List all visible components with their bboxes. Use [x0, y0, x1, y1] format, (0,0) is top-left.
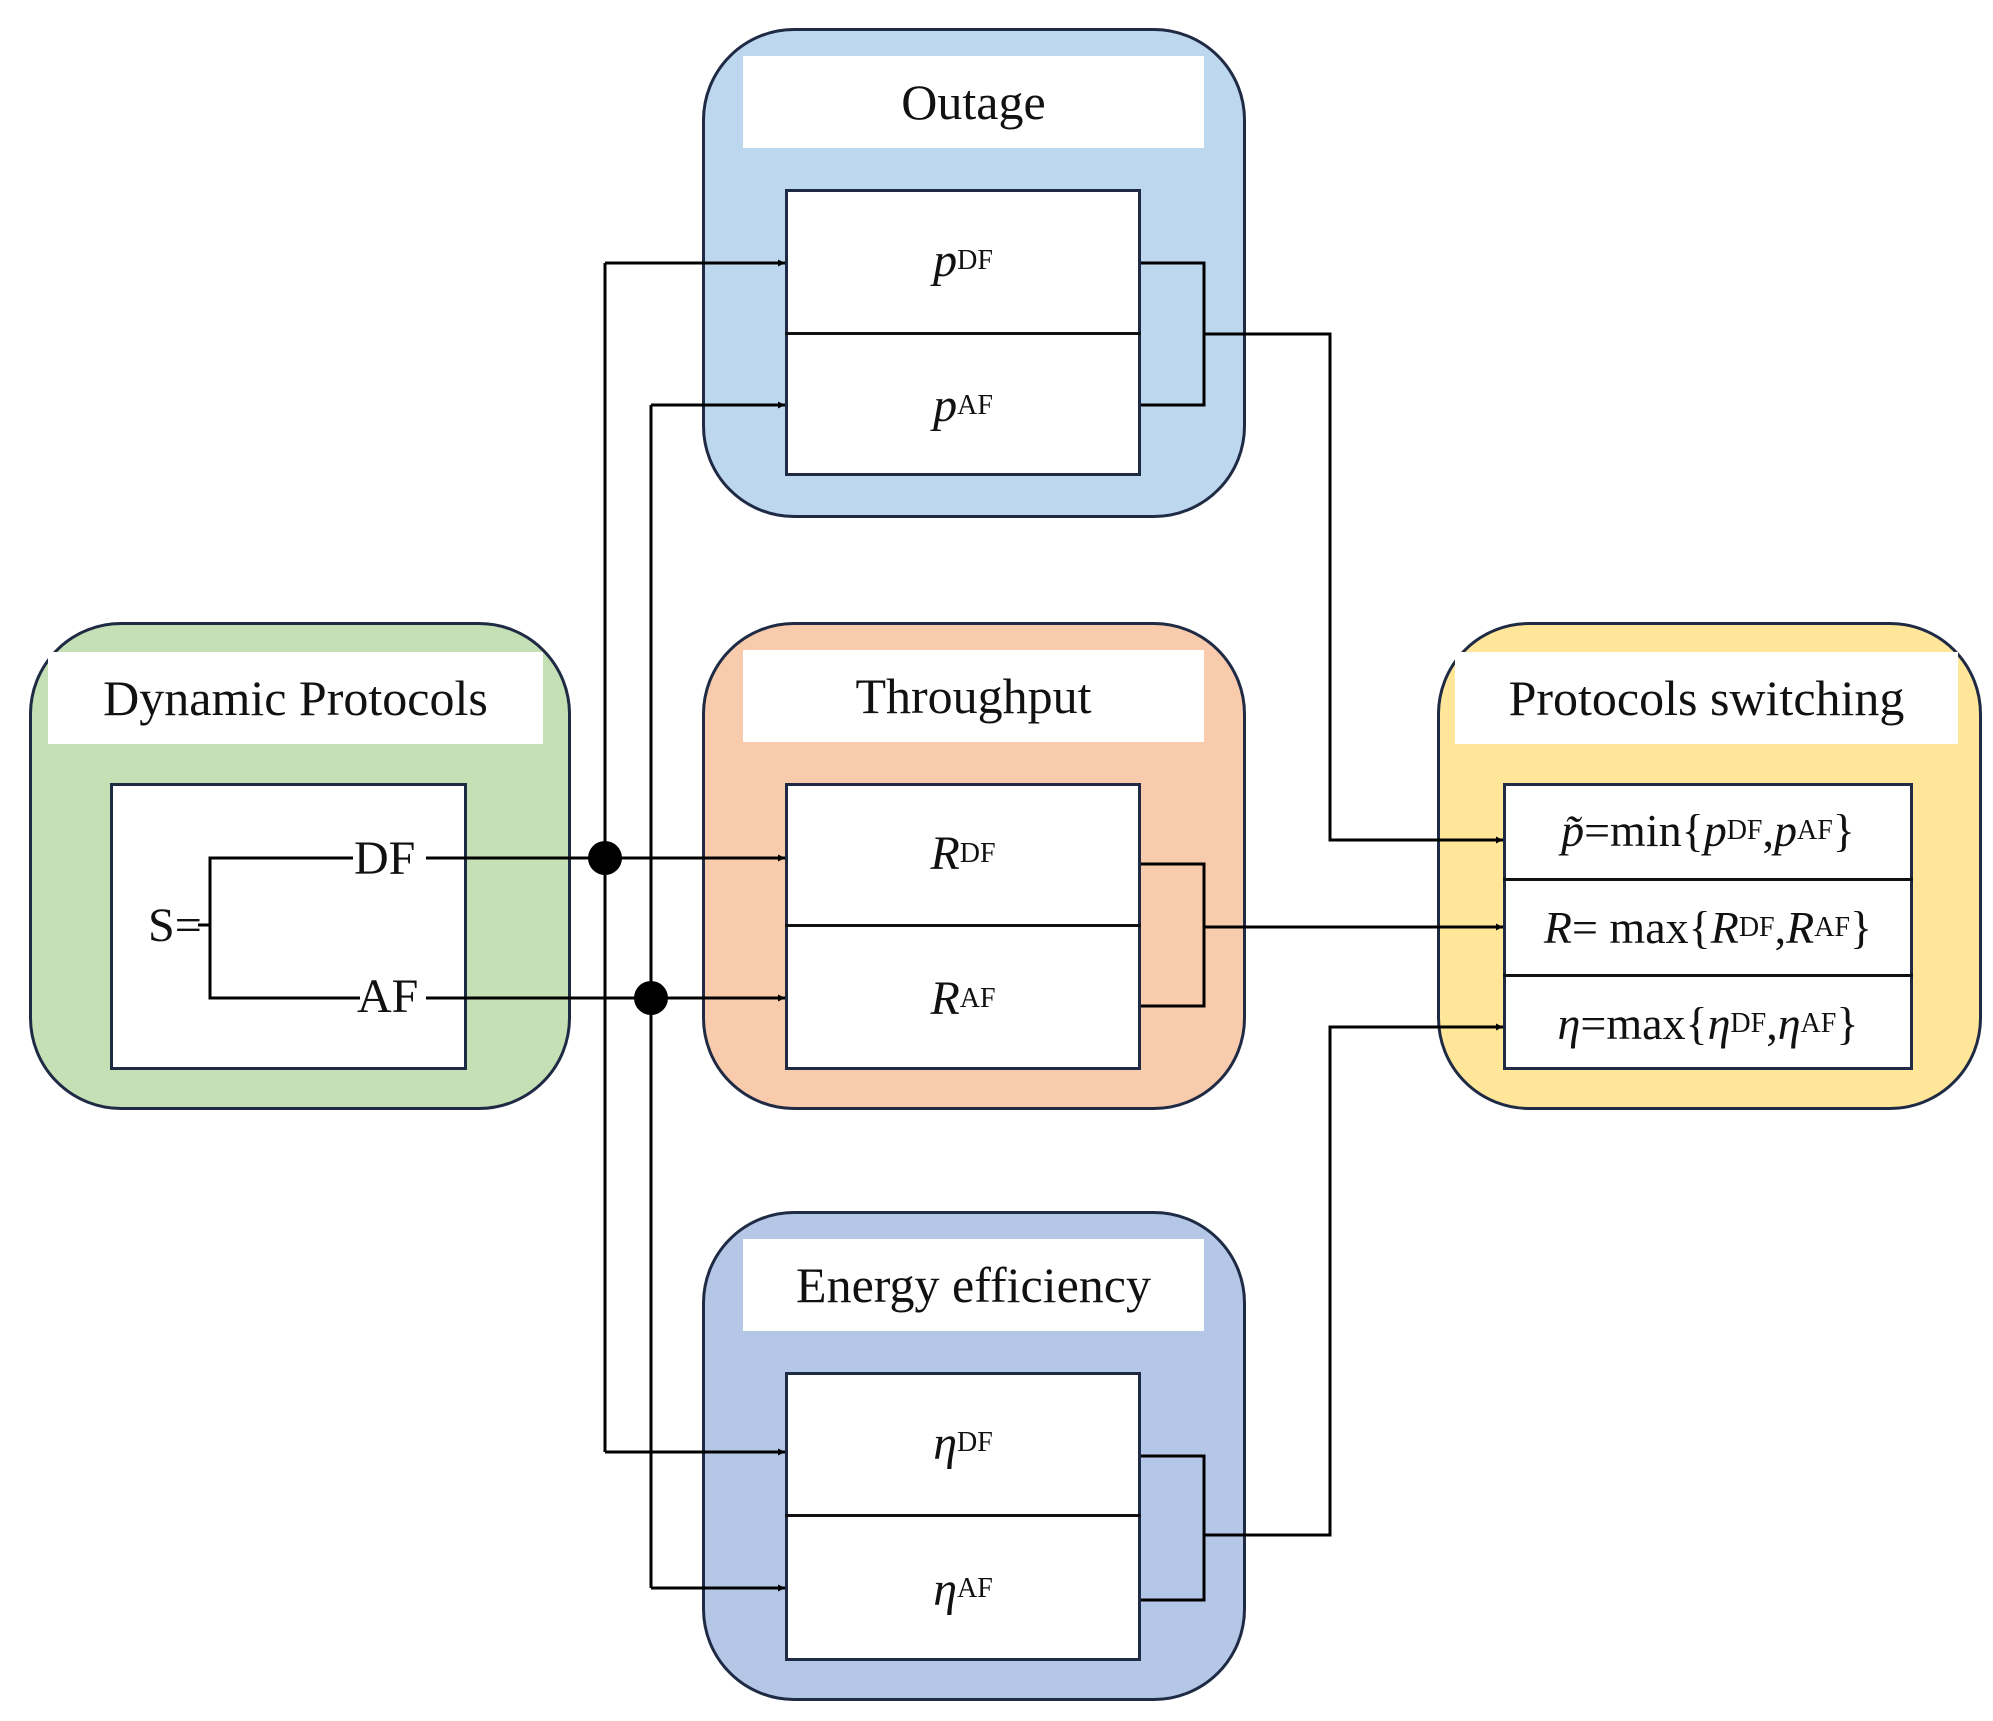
energy-eta-af-symbol: η — [933, 1562, 957, 1616]
throughput-r-af-symbol: R — [930, 972, 960, 1025]
formula-throughput-close: } — [1850, 902, 1873, 953]
formula-outage-b: p — [1774, 805, 1797, 856]
protocols-switching-title: Protocols switching — [1455, 652, 1958, 744]
formula-throughput-lhs: R — [1543, 902, 1572, 953]
energy-efficiency-divider — [785, 1514, 1141, 1517]
df-label: DF — [354, 831, 416, 885]
formula-throughput-a: R — [1710, 902, 1739, 953]
outage-title: Outage — [743, 56, 1204, 148]
outage-divider — [785, 332, 1141, 335]
dynamic-protocols-title: Dynamic Protocols — [48, 652, 543, 744]
formula-outage-a-sub: DF — [1726, 814, 1763, 846]
energy-eta-df-symbol: η — [933, 1416, 957, 1470]
formula-outage-a: p — [1703, 805, 1727, 856]
formula-energy-a: η — [1707, 998, 1731, 1049]
formula-outage-eq: =min{ — [1584, 805, 1704, 856]
formula-energy-a-sup: DF — [1730, 1007, 1767, 1039]
formula-energy-sep: , — [1766, 998, 1778, 1049]
formula-throughput-a-sup: DF — [1738, 911, 1775, 943]
protocols-switching-box — [1503, 783, 1913, 1070]
throughput-divider — [785, 924, 1141, 927]
formula-outage-close: } — [1832, 805, 1855, 856]
formula-outage-lhs: p̃ — [1561, 805, 1585, 856]
switching-divider-1 — [1503, 878, 1913, 881]
energy-eta-df-superscript: DF — [957, 1427, 993, 1458]
formula-throughput-eq: = max{ — [1571, 902, 1711, 953]
throughput-output-bracket — [1141, 862, 1206, 1008]
energy-output-bracket — [1141, 1454, 1206, 1602]
af-label: AF — [357, 969, 419, 1023]
outage-p-af-subscript: AF — [957, 389, 993, 421]
s-label: S= — [148, 898, 202, 952]
formula-throughput-sep: , — [1774, 902, 1787, 953]
outage-p-df-symbol: p — [933, 234, 958, 287]
formula-energy-b: η — [1777, 998, 1801, 1049]
af-junction-dot — [634, 981, 668, 1015]
formula-energy-b-sup: AF — [1800, 1007, 1837, 1039]
dynamic-protocols-box — [110, 783, 467, 1070]
energy-eta-af-superscript: AF — [957, 1573, 993, 1604]
s-bracket — [208, 856, 360, 1000]
outage-to-switching-arrow — [1204, 332, 1503, 844]
formula-outage-b-sub: AF — [1797, 814, 1833, 846]
formula-energy-eq: =max{ — [1580, 998, 1708, 1049]
energy-to-switching-arrow — [1204, 1023, 1503, 1537]
outage-output-bracket — [1141, 261, 1206, 407]
formula-outage-sep: , — [1762, 805, 1775, 856]
formula-energy-lhs: η — [1557, 998, 1581, 1049]
switching-divider-2 — [1503, 974, 1913, 977]
formula-throughput-b-sup: AF — [1814, 911, 1851, 943]
formula-energy-close: } — [1836, 998, 1859, 1049]
throughput-r-df-superscript: DF — [959, 837, 996, 869]
outage-p-df-subscript: DF — [957, 244, 993, 276]
outage-p-af-symbol: p — [933, 379, 958, 432]
throughput-title: Throughput — [743, 650, 1204, 742]
df-junction-dot — [588, 841, 622, 875]
throughput-r-df-symbol: R — [930, 827, 960, 880]
energy-efficiency-title: Energy efficiency — [743, 1239, 1204, 1331]
throughput-r-af-superscript: AF — [959, 982, 996, 1014]
formula-throughput-b: R — [1786, 902, 1815, 953]
